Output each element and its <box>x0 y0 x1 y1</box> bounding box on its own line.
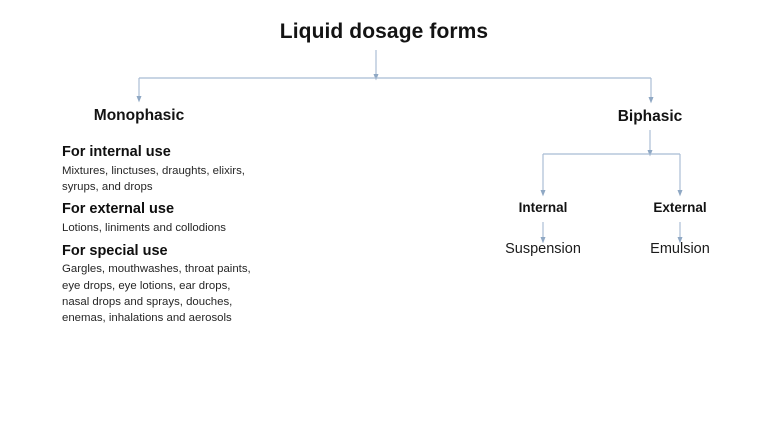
heading-special-use: For special use <box>62 242 168 259</box>
page-title: Liquid dosage forms <box>279 20 489 43</box>
node-suspension: Suspension <box>505 241 581 257</box>
body-special-use-line-3: nasal drops and sprays, douches, <box>62 296 233 309</box>
body-external-use-line-1: Lotions, liniments and collodions <box>62 222 226 235</box>
monophasic-details: For internal use Mixtures, linctuses, dr… <box>62 143 312 327</box>
body-special-use: Gargles, mouthwashes, throat paints, eye… <box>62 261 312 326</box>
node-biphasic: Biphasic <box>617 108 683 125</box>
body-special-use-line-1: Gargles, mouthwashes, throat paints, <box>62 263 251 276</box>
body-external-use: Lotions, liniments and collodions <box>62 220 312 236</box>
heading-internal-use: For internal use <box>62 144 171 160</box>
body-special-use-line-2: eye drops, eye lotions, ear drops, <box>62 279 231 292</box>
body-special-use-line-4: enemas, inhalations and aerosols <box>62 312 232 325</box>
node-monophasic: Monophasic <box>93 107 185 124</box>
body-internal-use-line-1: Mixtures, linctuses, draughts, elixirs, <box>62 164 245 177</box>
heading-external-use: For external use <box>62 201 175 218</box>
body-internal-use-line-2: syrups, and drops <box>62 181 153 194</box>
node-internal: Internal <box>518 200 568 215</box>
node-external: External <box>653 200 707 215</box>
body-internal-use: Mixtures, linctuses, draughts, elixirs, … <box>62 163 312 196</box>
node-emulsion: Emulsion <box>650 241 710 257</box>
